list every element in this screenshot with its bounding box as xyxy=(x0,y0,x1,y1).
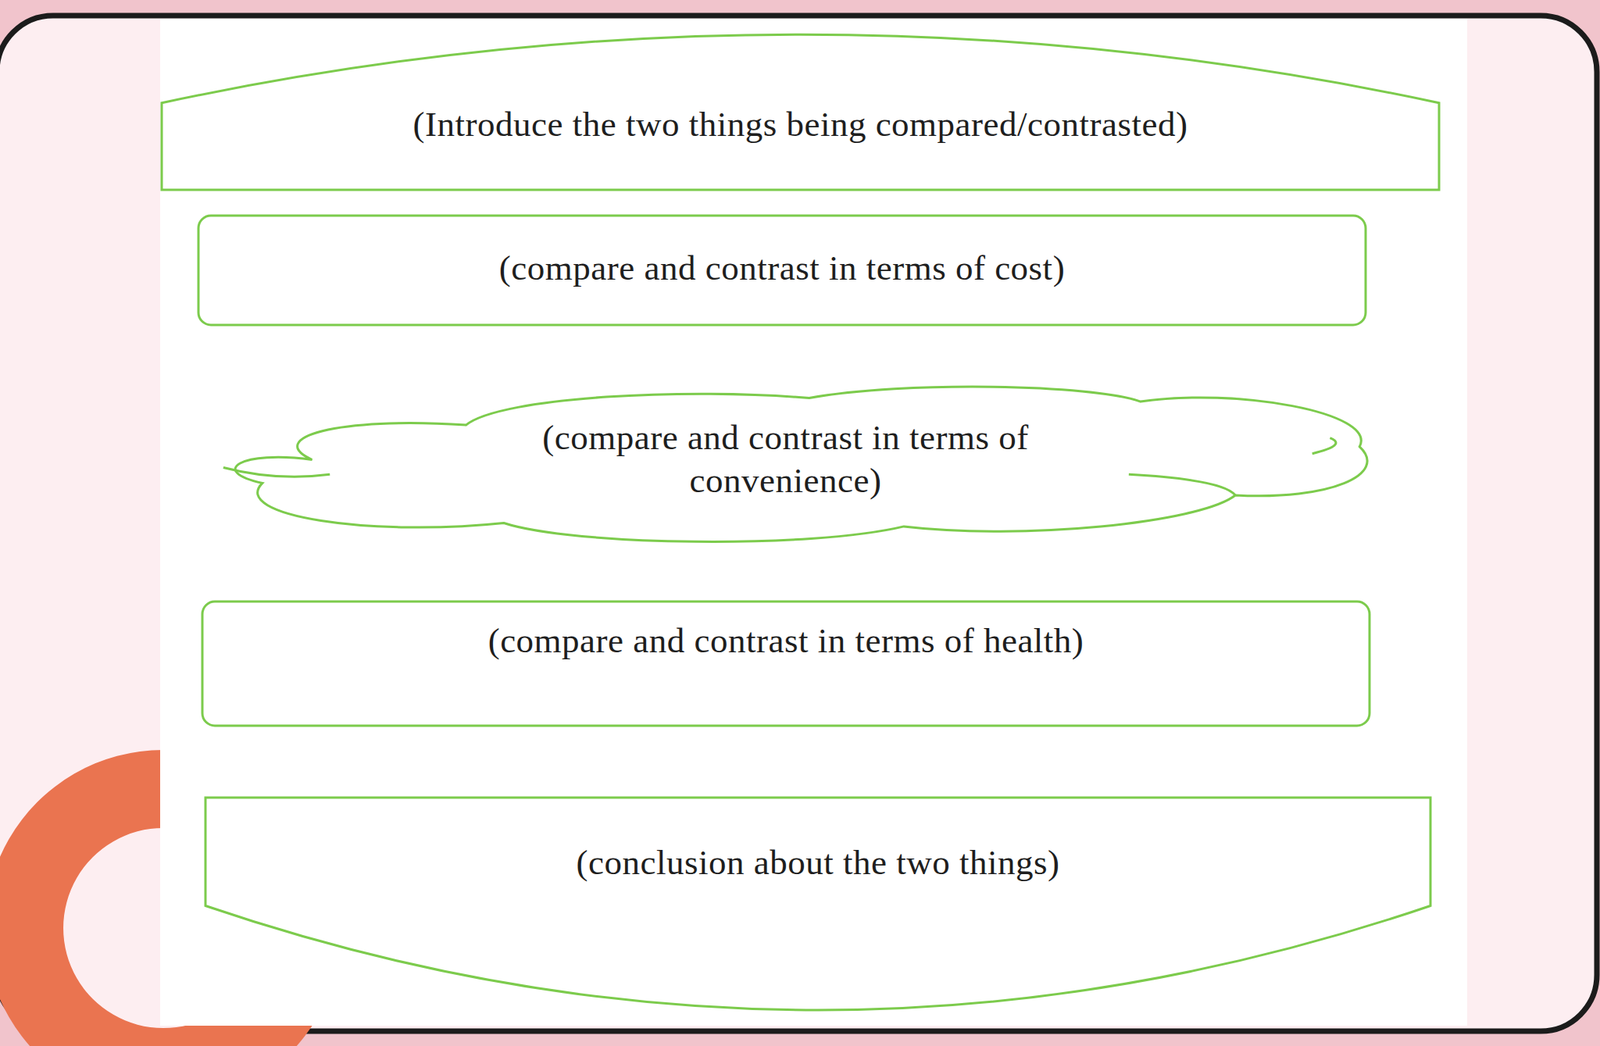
banner-outline xyxy=(161,34,1440,190)
node-text: (compare and contrast in terms of health… xyxy=(488,619,1085,663)
cloud-swirl xyxy=(1128,474,1236,496)
intro-banner: (Introduce the two things being compared… xyxy=(160,30,1441,192)
node-text: (compare and contrast in terms of conven… xyxy=(473,416,1099,503)
cloud-swirl xyxy=(223,467,330,477)
cloud-outline xyxy=(235,386,1368,542)
white-panel xyxy=(160,18,1468,1026)
node-outline xyxy=(200,600,1372,728)
banner-outline xyxy=(205,797,1431,1011)
frame xyxy=(0,15,1597,1032)
node-text: (compare and contrast in terms of cost) xyxy=(499,246,1065,290)
node-text: (conclusion about the two things) xyxy=(576,841,1061,885)
box-outline xyxy=(202,601,1370,726)
cloud-swirl xyxy=(1312,438,1336,454)
node-text: (Introduce the two things being compared… xyxy=(413,103,1189,147)
conclusion-banner: (conclusion about the two things) xyxy=(203,796,1433,1016)
process-box: (compare and contrast in terms of cost) xyxy=(196,214,1368,327)
box-outline xyxy=(198,215,1366,325)
node-outline xyxy=(203,796,1433,1016)
process-box: (compare and contrast in terms of health… xyxy=(200,600,1372,728)
cloud-box: (compare and contrast in terms of conven… xyxy=(193,377,1378,551)
